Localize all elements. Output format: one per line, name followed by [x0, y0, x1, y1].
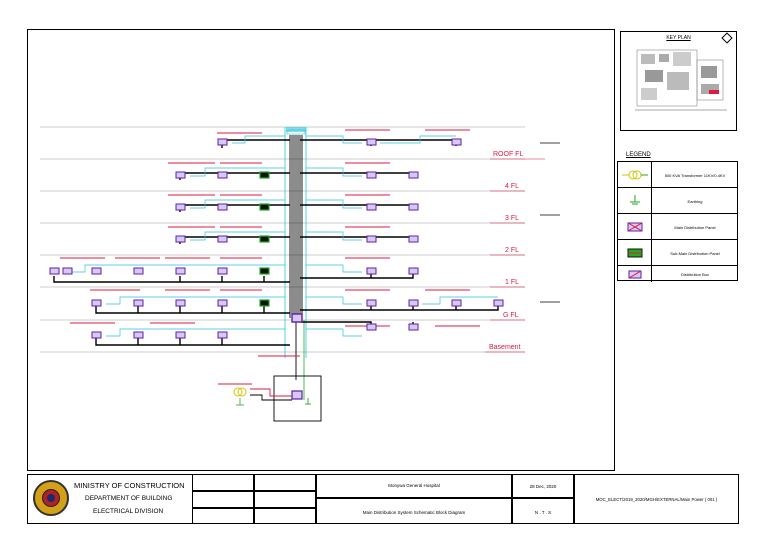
signature-cell [254, 508, 316, 524]
legend-row-earthing: Earthing [618, 188, 738, 214]
floor-label-basement: Basement [489, 344, 521, 351]
distribution-boxes [49, 138, 504, 339]
legend-table: 500 KVA Transformer 11KV/0.4KV Earthing … [617, 161, 738, 282]
department-name: DEPARTMENT OF BUILDING [85, 495, 173, 502]
signature-cell [254, 491, 316, 508]
legend-row-main-distribution-panel: Main Distribution Panel [618, 214, 738, 240]
transformer-icon [618, 162, 652, 188]
substation-room [273, 375, 322, 422]
title-cell: Main Distribution System Schematic Block… [316, 498, 512, 524]
earthing-icon [618, 188, 652, 214]
drawing-scale: N . T . S [534, 510, 552, 515]
drawing-date: 28 Dec, 2020 [529, 484, 557, 489]
project-name: Monywa General Hospital [388, 483, 440, 488]
sub-main-panels [259, 171, 270, 307]
key-plan-panel: KEY PLAN [620, 31, 737, 131]
floor-label-4: 4 FL [505, 183, 520, 190]
drawing-frame [27, 29, 615, 471]
date-cell: 28 Dec, 2020 [512, 474, 574, 498]
legend-label: 500 KVA Transformer 11KV/0.4KV [664, 172, 726, 178]
distribution-box-icon [618, 266, 652, 282]
floor-label-1: 1 FL [505, 279, 520, 286]
legend-label: Distribution Box [680, 271, 709, 277]
signature-cell [192, 474, 254, 491]
legend-label: Main Distribution Panel [674, 224, 716, 230]
division-name: ELECTRICAL DIVISION [93, 508, 164, 515]
drawing-title: Main Distribution System Schematic Block… [362, 510, 466, 515]
main-distribution-panel-icon [618, 214, 652, 240]
signature-cell [254, 474, 316, 491]
transformer-symbol [233, 387, 247, 406]
project-cell: Monywa General Hospital [316, 474, 512, 498]
drawing-number: MOC_ELECT/2019_2020/MGH/EXTERNAL/Main Po… [595, 497, 718, 502]
sub-main-distribution-panel-icon [618, 240, 652, 266]
legend-row-transformer: 500 KVA Transformer 11KV/0.4KV [618, 162, 738, 188]
signature-cell [192, 491, 254, 508]
ministry-name: MINISTRY OF CONSTRUCTION [74, 481, 185, 490]
legend-title: LEGEND [626, 152, 651, 158]
legend-label: Sub-Main Distribution Panel [670, 250, 720, 256]
floor-label-roof: ROOF FL [493, 151, 524, 158]
ministry-emblem [33, 480, 69, 516]
dwg-no-cell: MOC_ELECT/2019_2020/MGH/EXTERNAL/Main Po… [574, 474, 739, 524]
main-distribution-panel [291, 313, 303, 323]
floor-label-g: G FL [503, 312, 519, 319]
key-plan-title: KEY PLAN [666, 35, 691, 41]
legend-row-distribution-box: Distribution Box [618, 266, 738, 282]
signature-cell [192, 508, 254, 524]
key-plan-map [635, 49, 727, 111]
floor-label-3: 3 FL [505, 215, 520, 222]
scale-cell: N . T . S [512, 498, 574, 524]
floor-label-2: 2 FL [505, 247, 520, 254]
legend-label: Earthing [687, 198, 703, 204]
legend-row-sub-main-panel: Sub-Main Distribution Panel [618, 240, 738, 266]
floor-lines [40, 126, 525, 353]
